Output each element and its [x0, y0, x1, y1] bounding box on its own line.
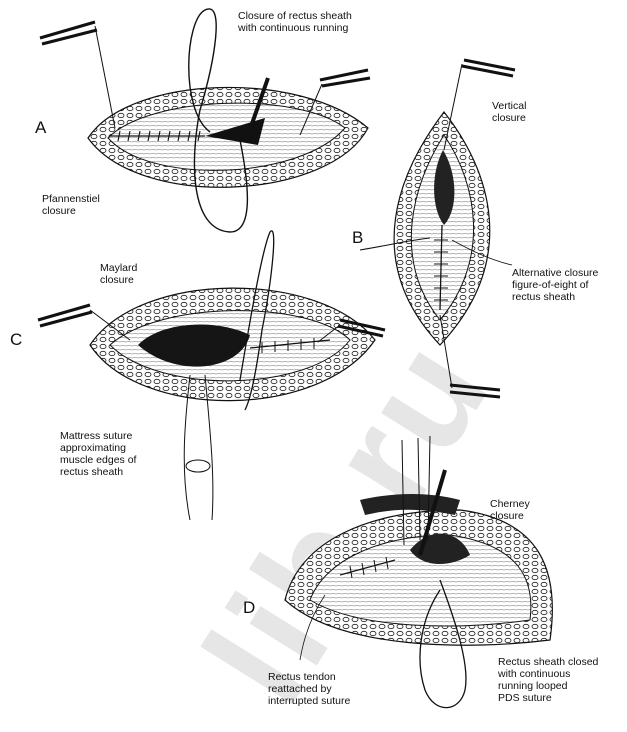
label-vertical: Vertical closure	[492, 100, 526, 124]
panel-b-letter: B	[352, 228, 363, 248]
label-sheath-closed: Rectus sheath closed with continuous run…	[498, 656, 598, 704]
label-maylard: Maylard closure	[100, 262, 137, 286]
label-alternative: Alternative closure figure-of-eight of r…	[512, 267, 598, 303]
label-pfannenstiel: Pfannenstiel closure	[42, 193, 100, 217]
panel-a-letter: A	[35, 118, 46, 138]
surgical-closure-diagram	[0, 0, 627, 717]
label-tendon: Rectus tendon reattached by interrupted …	[268, 671, 350, 707]
label-closure-running: Closure of rectus sheath with continuous…	[238, 10, 352, 34]
panel-c-letter: C	[10, 330, 22, 350]
label-cherney: Cherney closure	[490, 498, 530, 522]
panel-d-letter: D	[243, 598, 255, 618]
label-mattress: Mattress suture approximating muscle edg…	[60, 430, 136, 478]
